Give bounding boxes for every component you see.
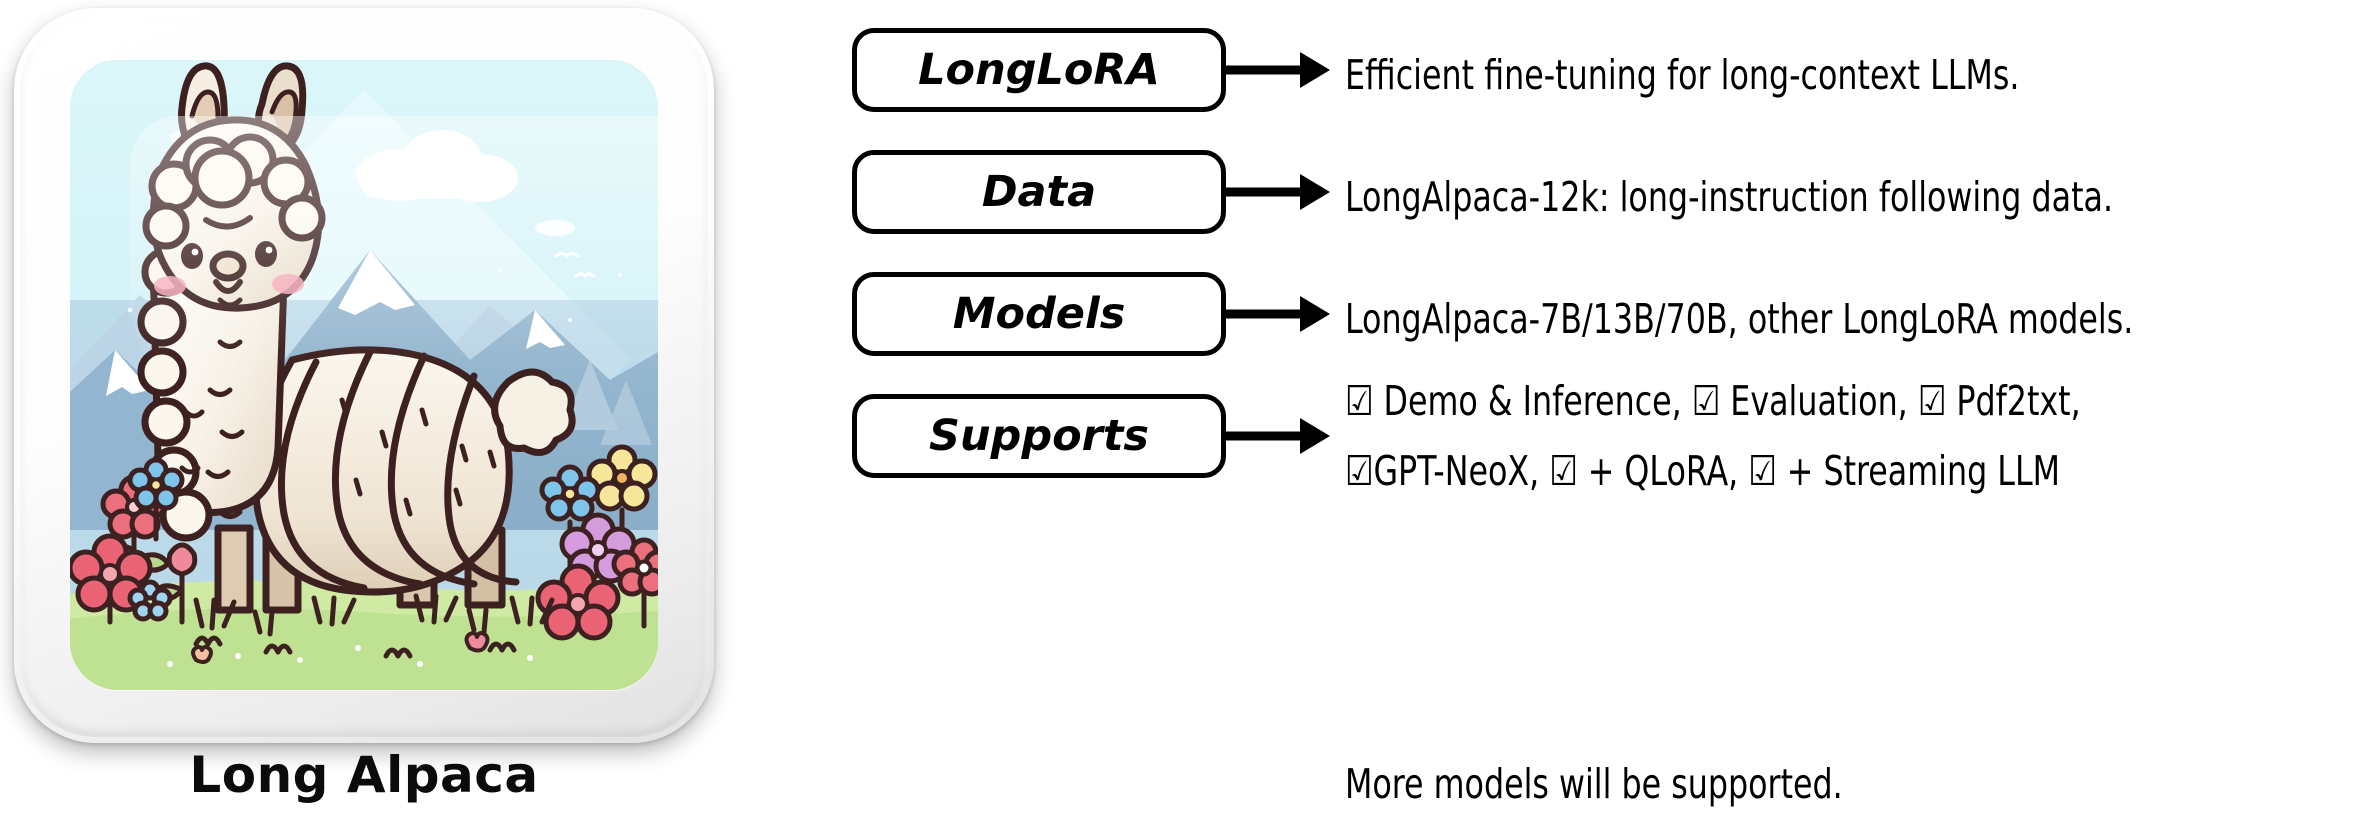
node-data[interactable]: Data (852, 150, 1226, 234)
node-models[interactable]: Models (852, 272, 1226, 356)
node-label: LongLoRA (918, 44, 1160, 95)
alpaca-illustration-icon (70, 60, 658, 690)
node-label: Supports (928, 410, 1150, 461)
card-image-area (70, 60, 658, 690)
desc-supports-line2: ☑GPT-NeoX, ☑ + QLoRA, ☑ + Streaming LLM (1345, 447, 2061, 495)
node-longlora[interactable]: LongLoRA (852, 28, 1226, 112)
alpaca-card (14, 8, 714, 743)
right-arrow-icon (1226, 394, 1336, 478)
node-supports[interactable]: Supports (852, 394, 1226, 478)
right-arrow-icon (1226, 150, 1336, 234)
flow-diagram: LongLoRA Efficient fine-tuning for long-… (840, 0, 2377, 840)
right-arrow-icon (1226, 28, 1336, 112)
desc-supports-line1: ☑ Demo & Inference, ☑ Evaluation, ☑ Pdf2… (1345, 377, 2081, 425)
node-label: Models (952, 288, 1126, 339)
desc-models: LongAlpaca-7B/13B/70B, other LongLoRA mo… (1345, 295, 2134, 343)
node-label: Data (981, 166, 1097, 217)
desc-longlora: Efficient fine-tuning for long-context L… (1345, 51, 2020, 99)
page-title: Long Alpaca (189, 746, 539, 804)
right-arrow-icon (1226, 272, 1336, 356)
footnote-text: More models will be supported. (1345, 760, 1843, 808)
desc-data: LongAlpaca-12k: long-instruction followi… (1345, 173, 2114, 221)
